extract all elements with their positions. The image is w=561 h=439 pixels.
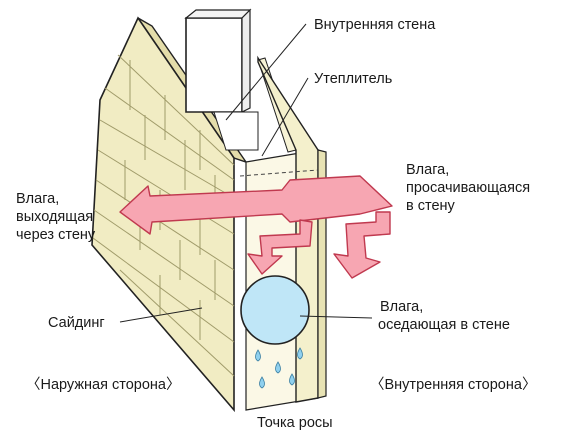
label-insulation: Утеплитель <box>314 71 392 87</box>
droplet-icon <box>275 361 281 374</box>
leader-lines <box>119 23 373 323</box>
label-moisture-out: Влага, выходящая через стену <box>16 191 97 243</box>
arrow-moisture-through-wall <box>119 175 393 235</box>
arrow-moisture-down-left <box>247 219 313 275</box>
inner-wall-white-face <box>213 111 259 151</box>
inner-wall-block-side <box>241 8 251 113</box>
moisture-bubble <box>240 275 310 345</box>
label-siding: Сайдинг <box>48 315 105 331</box>
label-inner-wall: Внутренняя стена <box>314 17 436 33</box>
inner-wall-top-block <box>185 17 243 113</box>
droplet-icon <box>259 376 265 389</box>
label-moisture-settling: Влага, оседающая в стене <box>378 299 510 333</box>
label-moisture-in: Влага, просачивающаяся в стену <box>406 162 534 214</box>
condensation <box>240 275 310 389</box>
label-outer-side: 〈Наружная сторона〉 <box>26 376 181 393</box>
arrow-moisture-down-right <box>333 211 391 279</box>
moisture-arrows <box>119 175 393 279</box>
inner-wall-top-cap <box>184 9 252 19</box>
droplet-icon <box>297 347 303 360</box>
droplet-icon <box>289 373 295 386</box>
siding-brick-lines <box>92 54 235 377</box>
label-dew-point: Точка росы <box>257 415 333 431</box>
droplet-icon <box>255 349 261 362</box>
label-inner-side: 〈Внутренняя сторона〉 <box>370 376 536 393</box>
